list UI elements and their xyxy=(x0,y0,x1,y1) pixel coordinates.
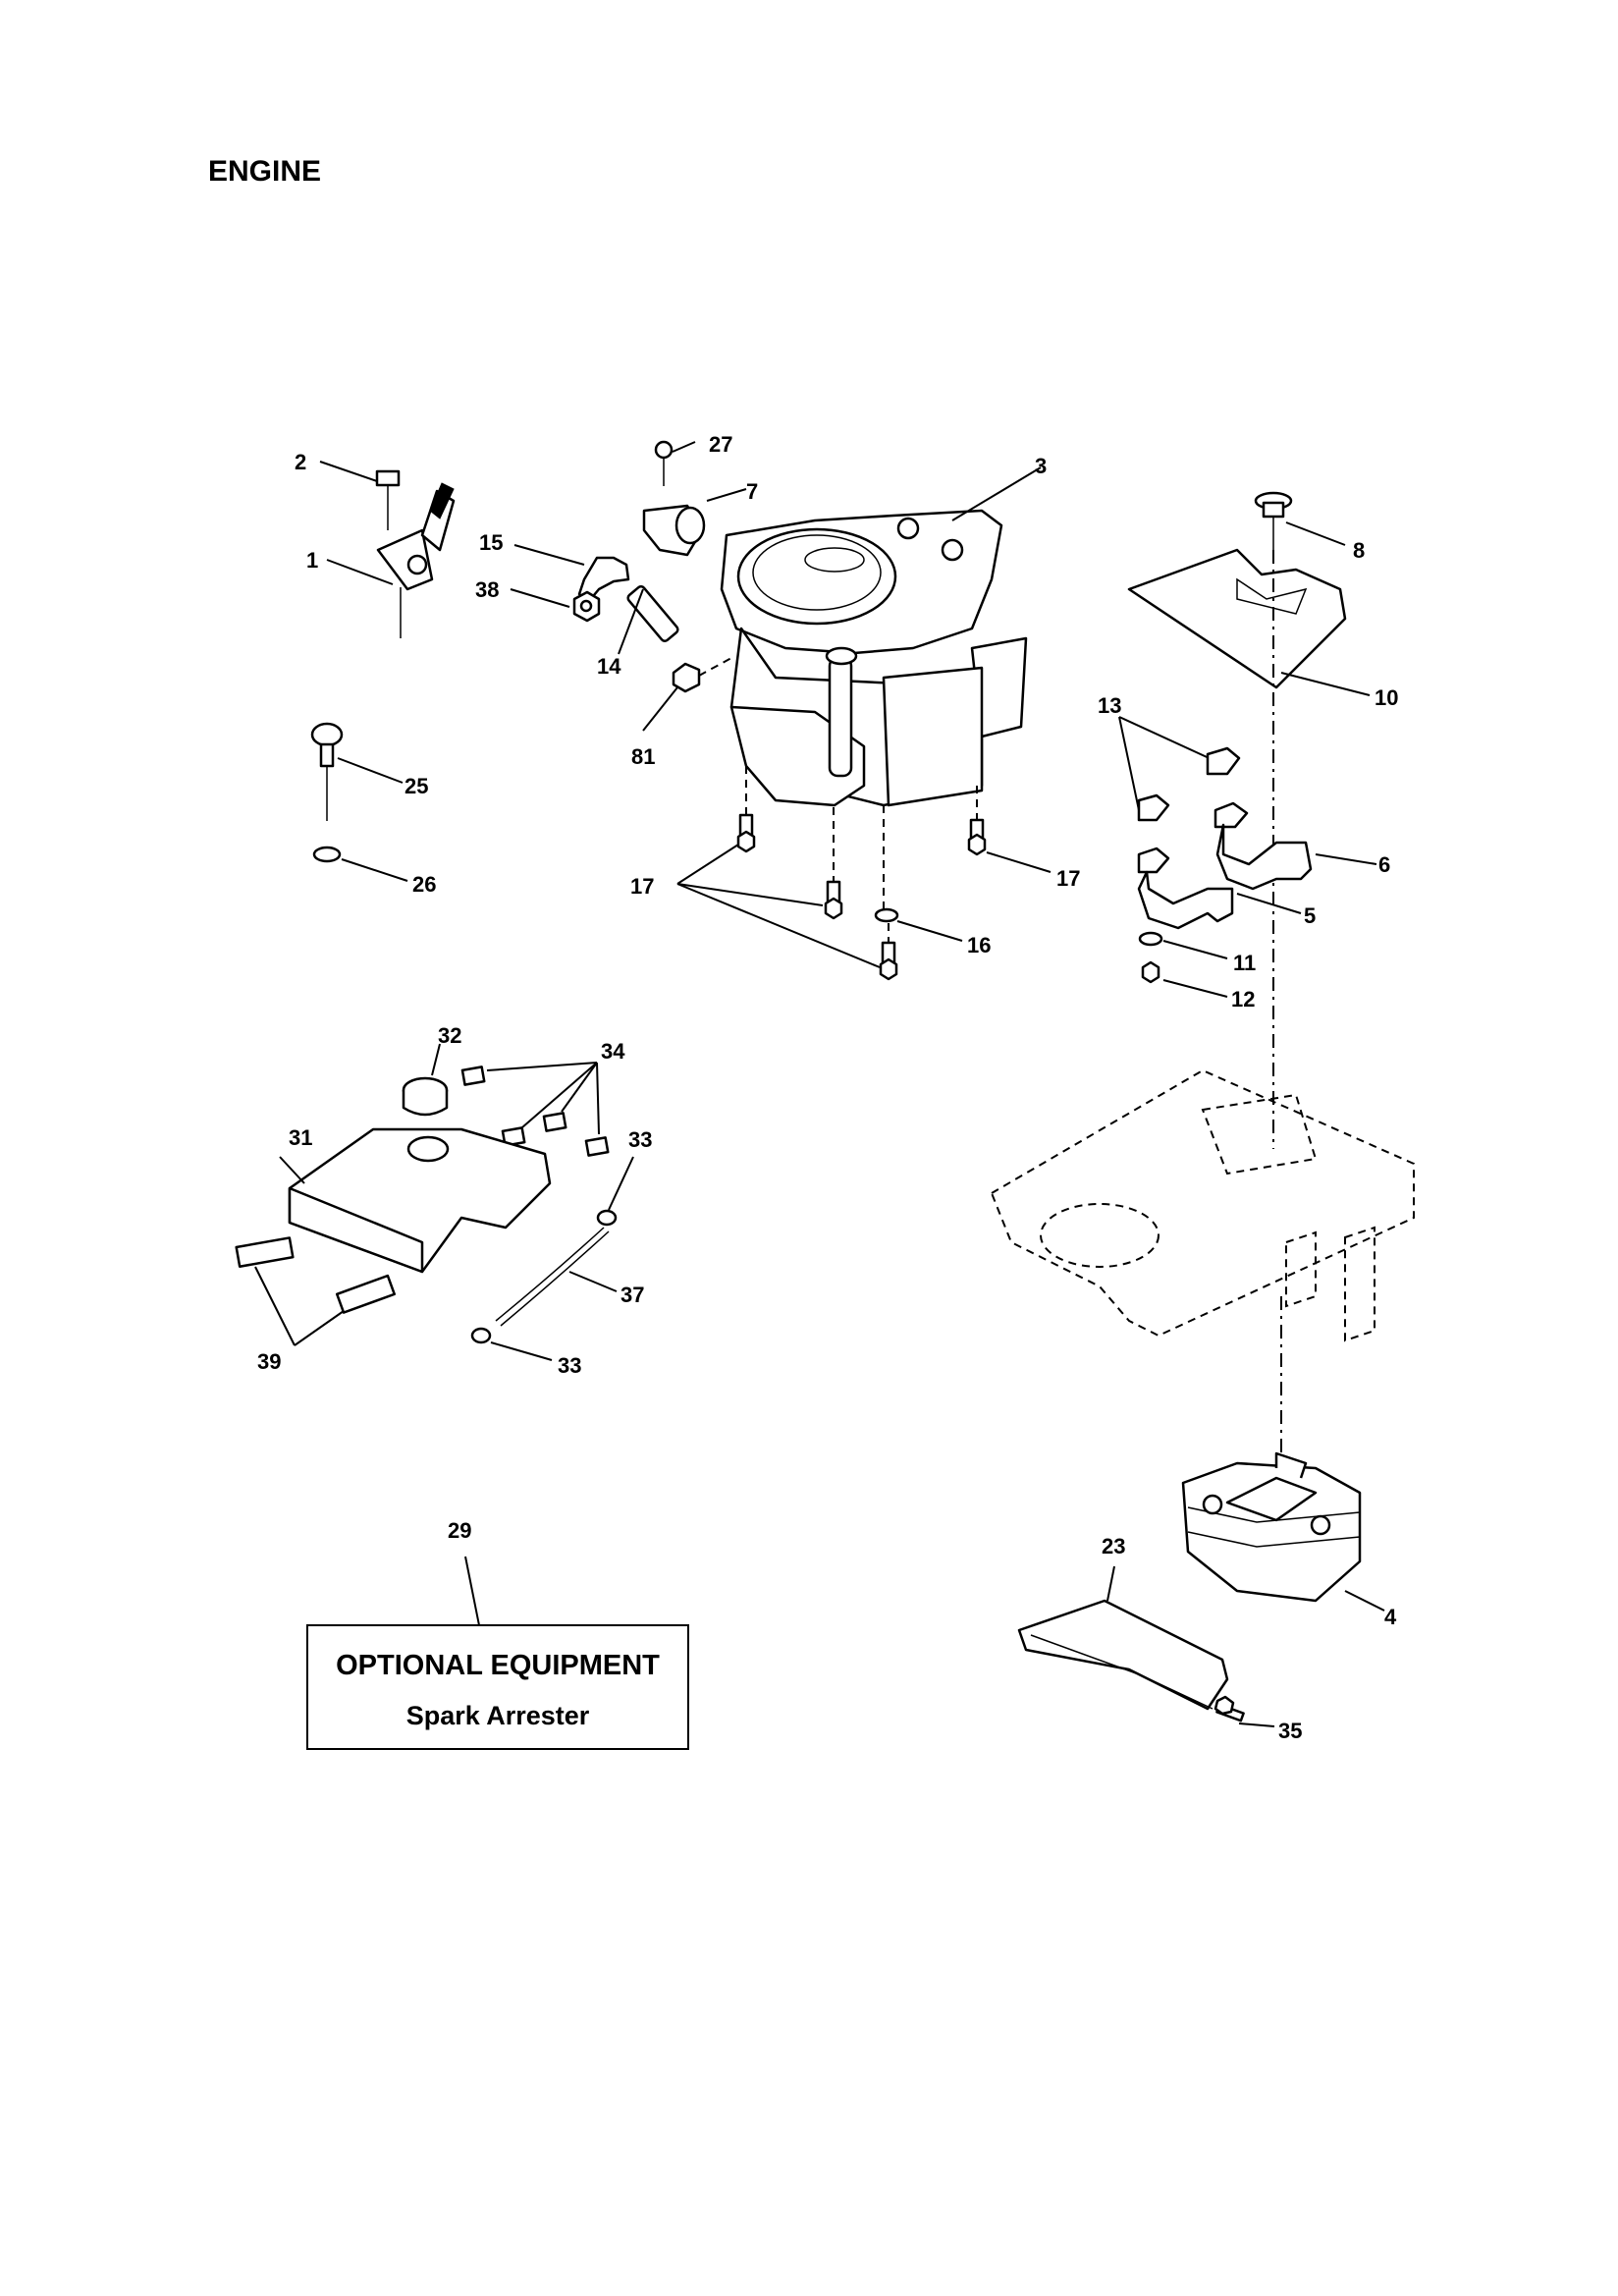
callout-3: 3 xyxy=(1035,454,1047,478)
callout-6: 6 xyxy=(1378,852,1390,877)
callout-13: 13 xyxy=(1098,693,1121,718)
air-filter-part xyxy=(235,1043,634,1361)
page-title: ENGINE xyxy=(208,155,322,188)
fitting-parts xyxy=(510,544,732,732)
callout-35: 35 xyxy=(1278,1719,1302,1743)
optional-equipment-leader xyxy=(464,1556,480,1626)
callout-2: 2 xyxy=(295,450,306,474)
callout-16: 16 xyxy=(967,933,991,957)
callout-7: 7 xyxy=(746,479,758,504)
callout-17-left: 17 xyxy=(630,874,654,899)
callout-33-bottom: 33 xyxy=(558,1353,581,1378)
clamp-part xyxy=(642,440,747,557)
knob-and-washer-parts xyxy=(310,722,408,882)
callout-14: 14 xyxy=(597,654,621,679)
optional-equipment-heading: OPTIONAL EQUIPMENT xyxy=(336,1650,660,1681)
callout-29: 29 xyxy=(448,1518,471,1543)
callout-15: 15 xyxy=(479,530,503,555)
callout-1: 1 xyxy=(306,548,318,573)
callout-26: 26 xyxy=(412,872,436,897)
callout-27: 27 xyxy=(709,432,732,457)
callout-38: 38 xyxy=(475,577,499,602)
chassis-frame xyxy=(990,1068,1415,1453)
callout-12: 12 xyxy=(1231,987,1255,1011)
callout-23: 23 xyxy=(1102,1534,1125,1558)
callout-37: 37 xyxy=(620,1283,644,1307)
callout-17-right: 17 xyxy=(1056,866,1080,891)
callout-labels: 2 1 27 7 3 15 38 14 81 8 10 13 25 26 17 … xyxy=(257,432,1398,1743)
callout-34: 34 xyxy=(601,1039,625,1064)
throttle-control-part xyxy=(319,461,456,638)
callout-10: 10 xyxy=(1375,685,1398,710)
optional-equipment-box: OPTIONAL EQUIPMENT Spark Arrester xyxy=(306,1624,689,1750)
callout-4: 4 xyxy=(1384,1605,1397,1629)
optional-equipment-item: Spark Arrester xyxy=(406,1701,590,1730)
callout-81: 81 xyxy=(631,744,655,769)
heat-shield-part xyxy=(1127,491,1371,1149)
callout-32: 32 xyxy=(438,1023,461,1048)
engine-part xyxy=(720,466,1042,807)
callout-25: 25 xyxy=(404,774,428,798)
callout-5: 5 xyxy=(1304,903,1316,928)
callout-11: 11 xyxy=(1233,951,1256,975)
callout-31: 31 xyxy=(289,1125,312,1150)
muffler-guard-part xyxy=(1017,1565,1275,1727)
callout-33-top: 33 xyxy=(628,1127,652,1152)
engine-bolts xyxy=(676,766,1052,981)
callout-39: 39 xyxy=(257,1349,281,1374)
muffler-part xyxy=(1181,1451,1385,1612)
callout-8: 8 xyxy=(1353,538,1365,563)
exhaust-pipes-part xyxy=(1118,716,1377,998)
